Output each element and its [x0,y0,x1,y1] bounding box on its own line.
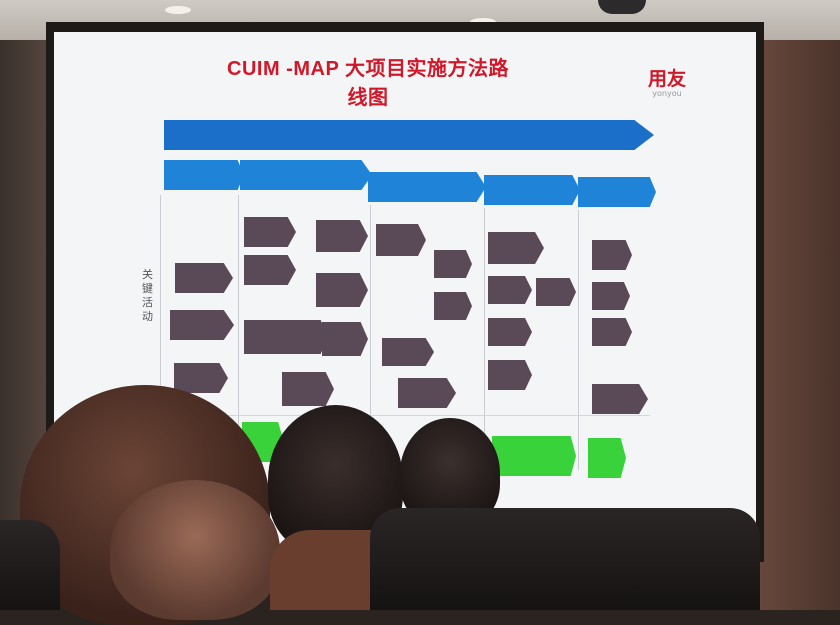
brand-name: 用友 [648,68,687,90]
phase-arrow [578,177,656,207]
key-activities-label: 关键活动 [142,268,153,323]
task-arrow [592,282,630,310]
column-divider [160,195,161,455]
column-divider [370,205,371,465]
task-arrow [376,224,426,256]
brand-logo: 用友 yonyou [648,64,686,98]
deliverable-arrow [588,438,626,478]
phase-arrow [484,175,580,205]
task-arrow [170,310,234,340]
wall-right [750,40,840,610]
task-arrow [592,384,648,414]
phase-arrow [368,172,486,202]
roadmap-main-arrow [164,120,654,150]
projector-icon [598,0,646,14]
task-arrow [382,338,434,366]
column-divider [238,195,239,455]
seat-back [0,520,60,610]
task-arrow [316,220,368,252]
row-divider [160,415,650,416]
task-arrow [175,263,233,293]
task-arrow [282,372,334,406]
task-arrow [316,273,368,307]
task-arrow [488,232,544,264]
task-arrow [322,322,368,356]
phase-arrow [164,160,244,190]
slide-title: CUIM -MAP 大项目实施方法路线图 [227,58,509,109]
task-arrow [488,360,532,390]
task-arrow [434,250,472,278]
task-arrow [174,363,228,393]
task-arrow [244,255,296,285]
audience-head [110,480,280,620]
task-arrow [592,240,632,270]
brand-subtitle: yonyou [652,89,682,98]
task-arrow [592,318,632,346]
seat-back [370,508,760,610]
task-arrow [244,217,296,247]
task-arrow [282,320,328,354]
column-divider [484,208,485,468]
task-arrow [434,292,472,320]
task-arrow [488,276,532,304]
task-arrow [488,318,532,346]
ceiling-light [165,6,191,14]
task-arrow [536,278,576,306]
deliverable-arrow [538,436,576,476]
column-divider [578,210,579,470]
task-arrow [398,378,456,408]
phase-arrow [240,160,372,190]
